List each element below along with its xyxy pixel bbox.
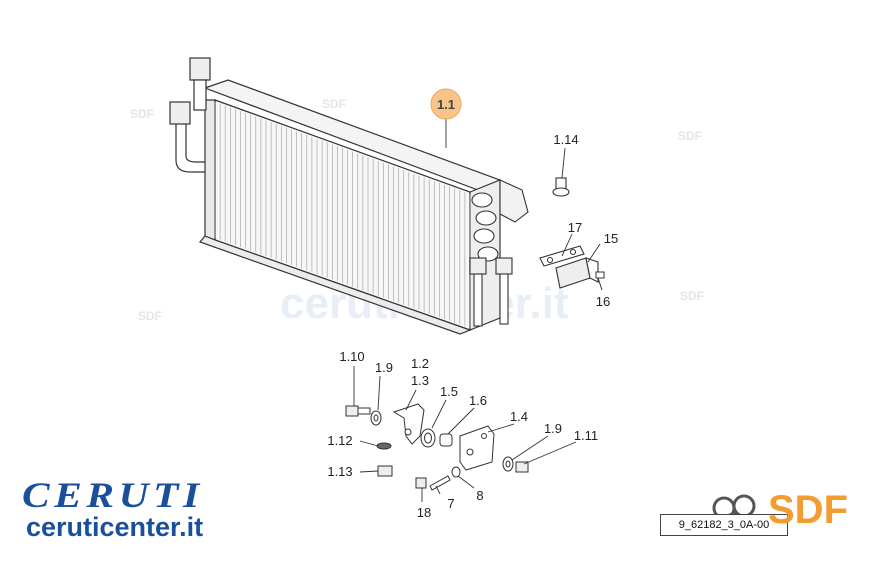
- label-1-11: 1.11: [574, 428, 598, 443]
- leader-lines: [353, 118, 601, 502]
- label-18: 18: [417, 505, 431, 520]
- label-17: 17: [568, 220, 582, 235]
- part-16-screw: [595, 271, 605, 291]
- drawing-code: 9_62182_3_0A-00: [660, 514, 788, 536]
- watermark-small: SDF: [680, 289, 704, 303]
- part-8-washer: [451, 466, 461, 478]
- label-8: 8: [476, 488, 483, 503]
- part-1-6-spacer: [439, 433, 453, 447]
- watermark-small: SDF: [138, 309, 162, 323]
- part-15-bracket: [555, 257, 599, 289]
- label-1-6: 1.6: [469, 393, 487, 408]
- brand-url: ceruticenter.it: [26, 512, 204, 542]
- left-pipe-fittings: [169, 57, 211, 173]
- label-1-3: 1.3: [411, 373, 429, 388]
- part-1-11-nut: [515, 461, 529, 473]
- main-part-highlight: [430, 88, 462, 120]
- label-1-10: 1.10: [339, 349, 364, 364]
- part-1-5-ring: [420, 428, 436, 448]
- watermark-small: SDF: [322, 97, 346, 111]
- part-1-14-bolt: [552, 177, 570, 197]
- part-1-12-washer: [376, 442, 392, 450]
- label-7: 7: [447, 496, 454, 511]
- label-1-14: 1.14: [553, 132, 578, 147]
- label-1-5: 1.5: [440, 384, 458, 399]
- part-1-2-bracket: [392, 403, 425, 445]
- watermark-small: SDF: [678, 129, 702, 143]
- label-1-9-a: 1.9: [375, 360, 393, 375]
- main-part-label: 1.1: [437, 97, 455, 112]
- part-7-stud: [429, 475, 451, 491]
- part-18-nut: [415, 477, 427, 489]
- label-1-2: 1.2: [411, 356, 429, 371]
- condenser-fins: [214, 102, 471, 328]
- part-1-4-plate: [459, 425, 495, 471]
- right-side-tubes: [469, 179, 529, 327]
- brand-logo: CERUTI: [22, 475, 204, 515]
- part-1-13-nut: [377, 465, 393, 477]
- sdf-logo-text: SDF: [768, 488, 848, 532]
- label-1-4: 1.4: [510, 409, 528, 424]
- label-1-9-b: 1.9: [544, 421, 562, 436]
- part-1-9-washer-a: [370, 410, 382, 426]
- label-15: 15: [604, 231, 618, 246]
- part-1-10-bolt: [345, 405, 371, 417]
- watermark-small: SDF: [130, 107, 154, 121]
- label-16: 16: [596, 294, 610, 309]
- label-1-12: 1.12: [327, 433, 352, 448]
- label-1-13: 1.13: [327, 464, 352, 479]
- part-1-9-washer-b: [502, 456, 514, 472]
